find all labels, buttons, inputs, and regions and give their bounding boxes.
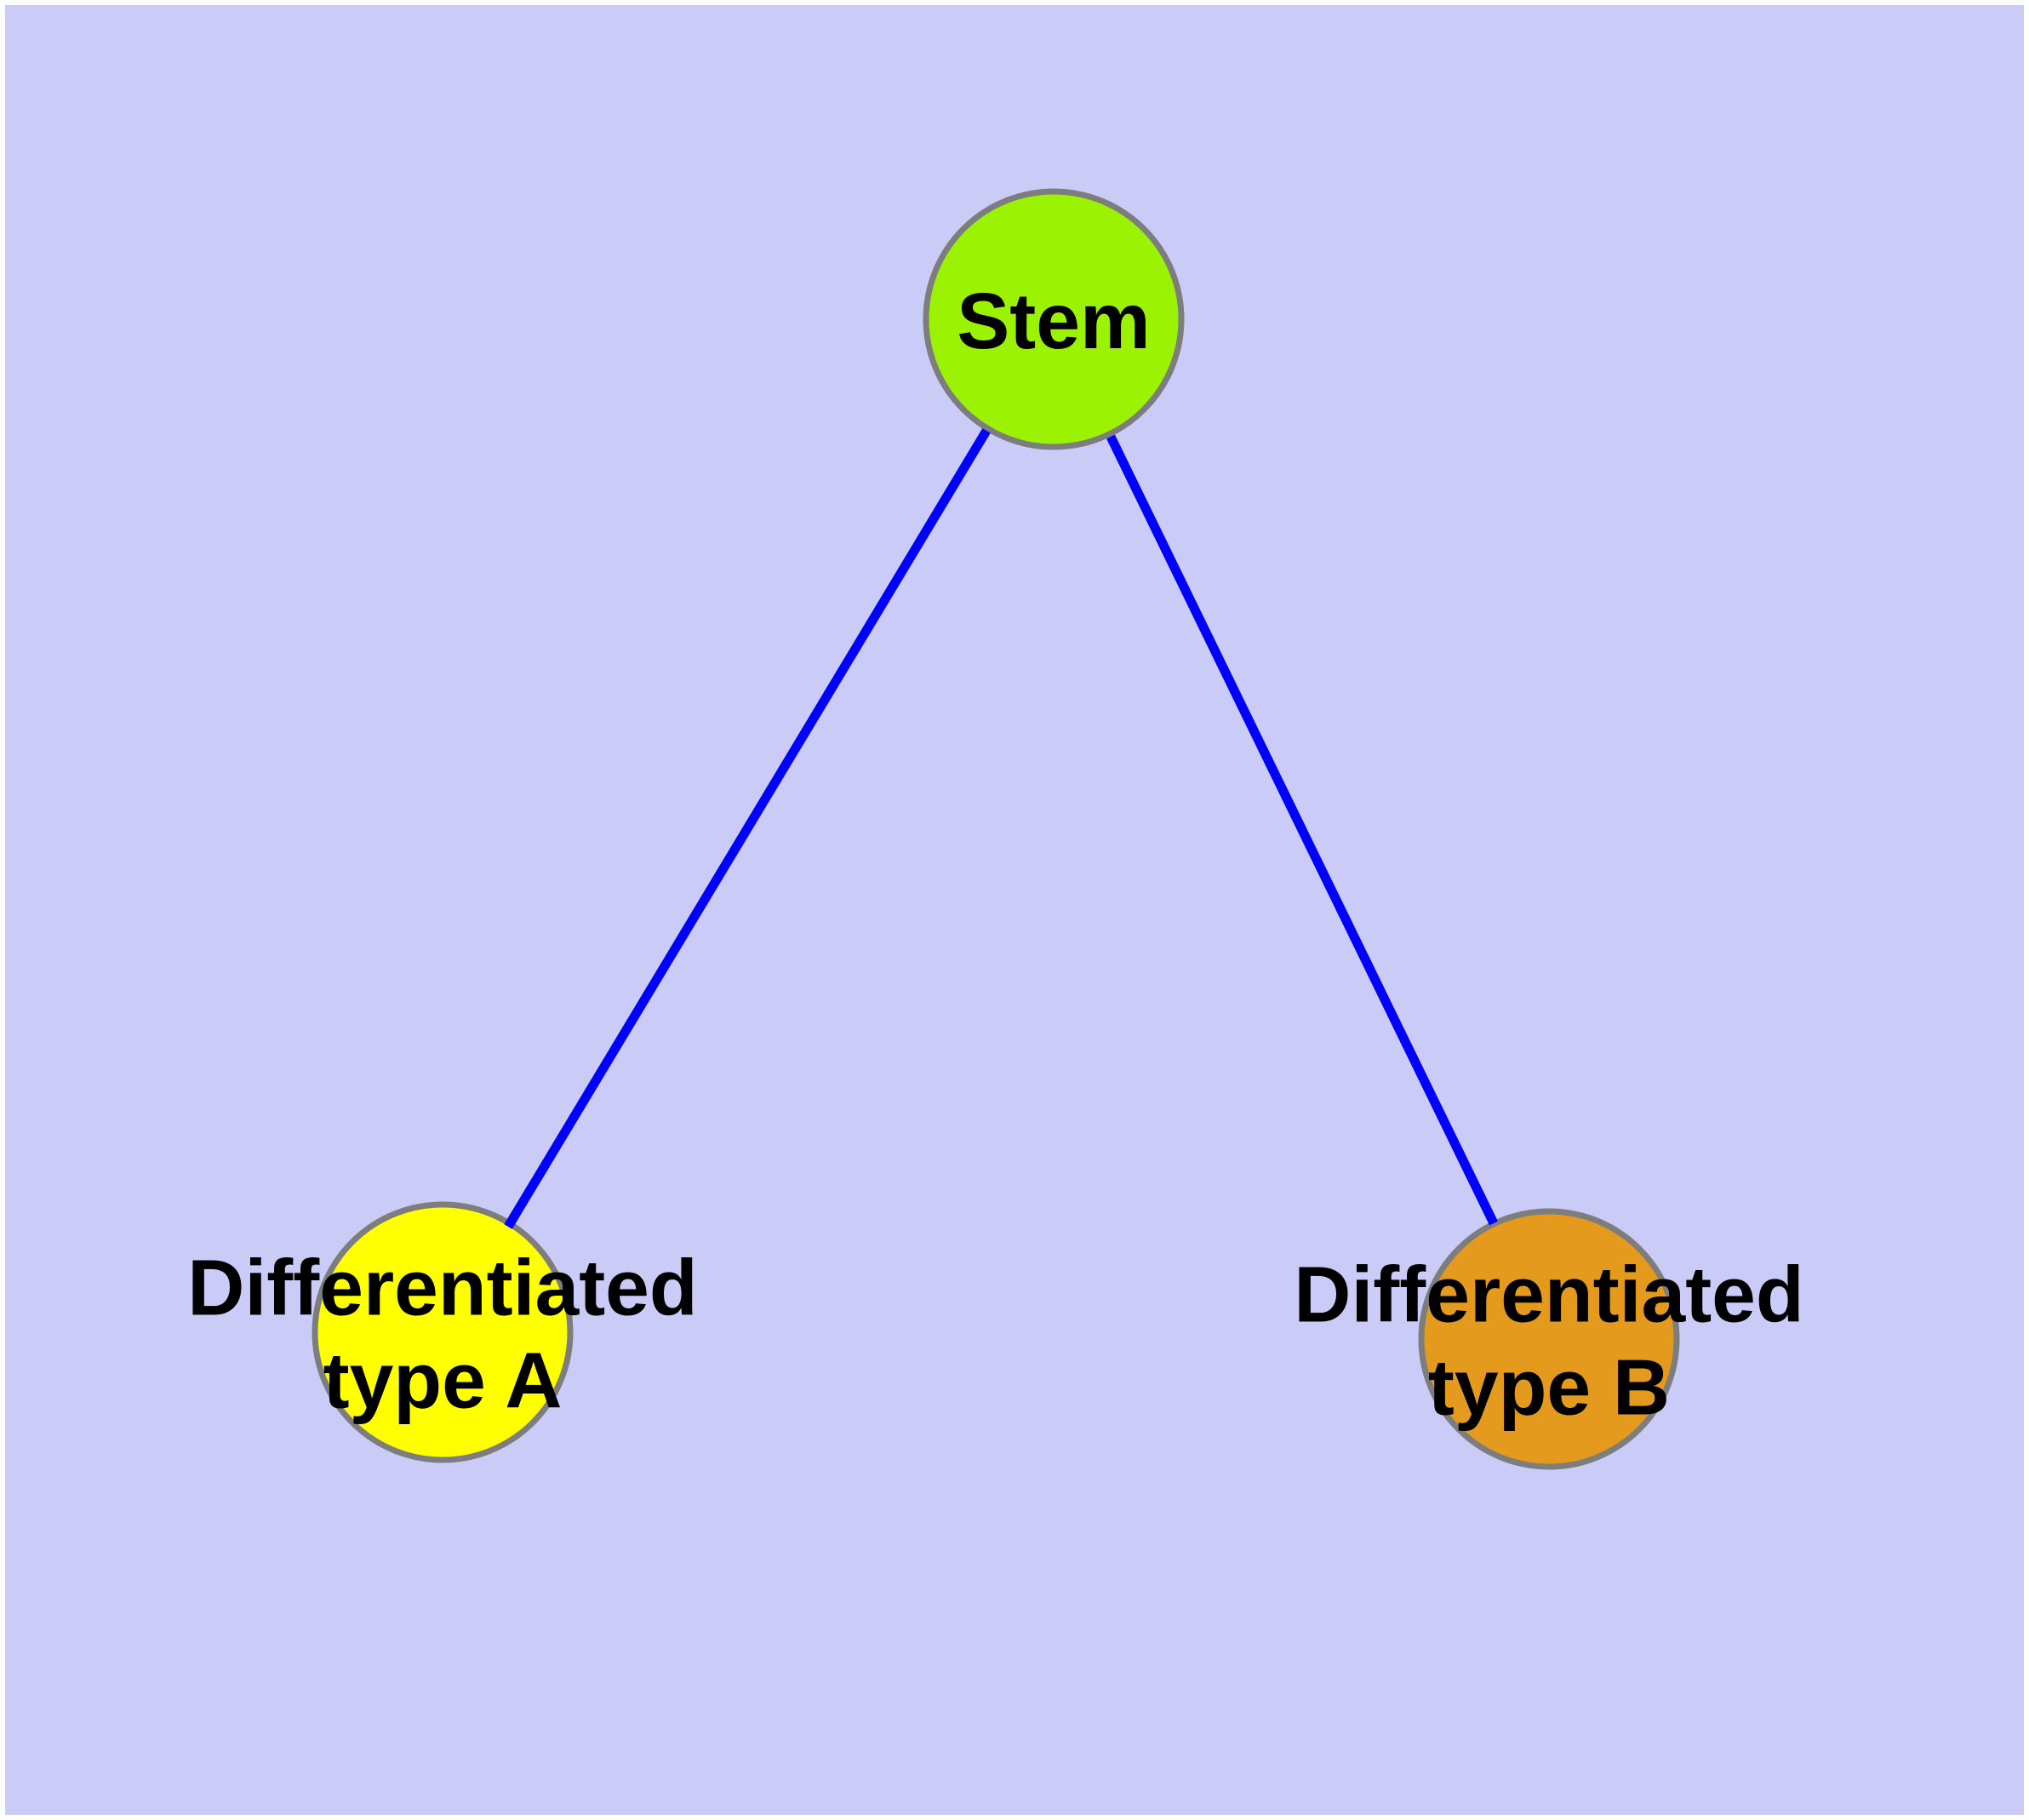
node-stem-circle <box>923 188 1185 450</box>
edge-stem-to-diff-a <box>504 428 991 1229</box>
node-diff-b-label-line-2: type B <box>1428 1343 1670 1432</box>
node-stem-label: Stem <box>957 277 1150 365</box>
node-diff-a-label-line-1: Differentiated <box>187 1244 697 1332</box>
node-stem-label-line-1: Stem <box>957 277 1150 365</box>
node-diff-a-label-line-2: type A <box>323 1336 563 1425</box>
node-diff-a-circle <box>311 1201 574 1463</box>
edge-stem-to-diff-b <box>1106 434 1498 1226</box>
node-diff-b-circle <box>1418 1208 1680 1470</box>
node-diff-b-label-line-1: Differentiated <box>1294 1251 1803 1339</box>
